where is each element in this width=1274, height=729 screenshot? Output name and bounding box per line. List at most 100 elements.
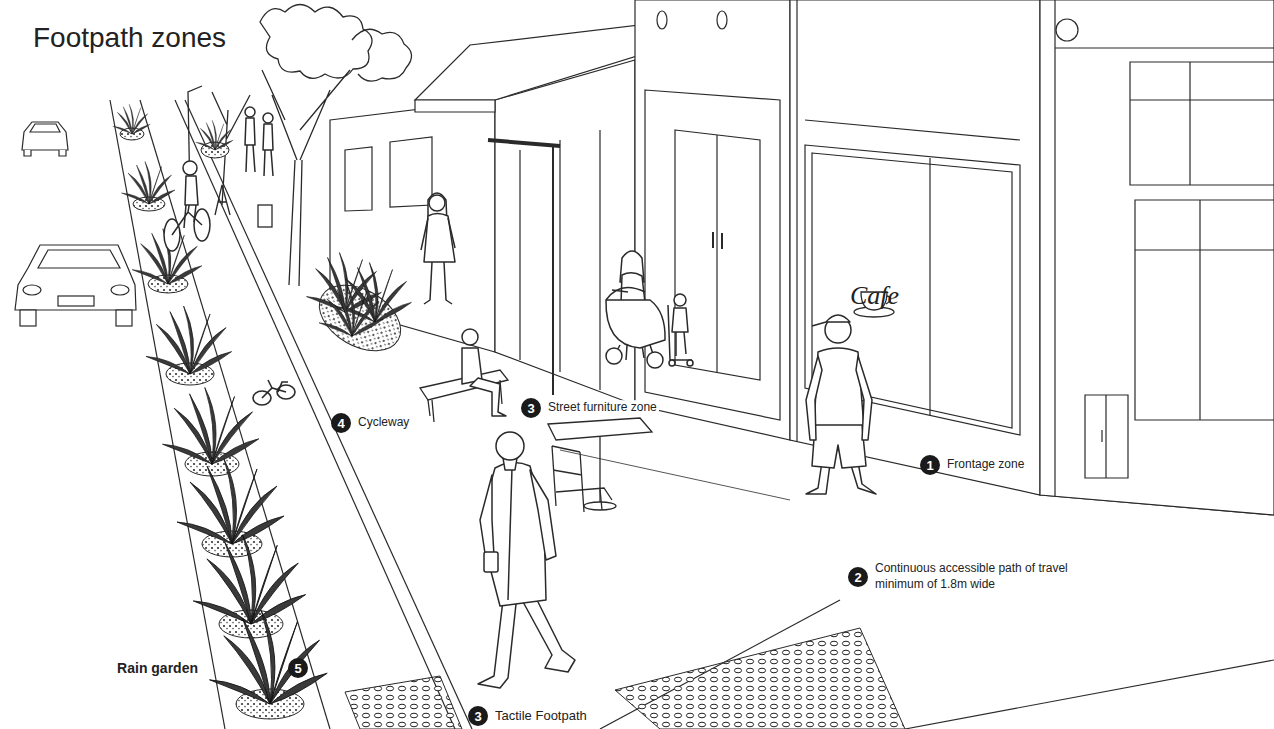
cafe-facade-part bbox=[790, 0, 1040, 495]
door-facade-part bbox=[716, 135, 717, 372]
rain-garden-plants bbox=[113, 104, 412, 704]
pedestrian-figures-part bbox=[814, 348, 864, 428]
street-furniture-part bbox=[258, 205, 272, 227]
sign-label: Cafe bbox=[850, 280, 1274, 311]
pedestrian-figures-part bbox=[184, 205, 196, 228]
pedestrian-figures bbox=[164, 107, 876, 688]
tactile-indicators bbox=[345, 628, 905, 729]
road-and-strips-part bbox=[905, 660, 1274, 729]
awning-shop-part bbox=[488, 140, 560, 146]
pedestrian-figures-part bbox=[508, 468, 512, 600]
tactile-indicators-part bbox=[345, 676, 462, 729]
rain-garden-plants-part bbox=[210, 611, 328, 705]
pedestrian-figures-part bbox=[856, 356, 872, 440]
door-facade-part bbox=[635, 0, 790, 440]
callout-number: 3 bbox=[527, 402, 534, 415]
cafe-facade-part bbox=[805, 145, 1020, 435]
pedestrian-figures-part bbox=[263, 113, 273, 123]
cars-part bbox=[116, 310, 132, 326]
cafe-facade bbox=[790, 0, 1040, 495]
pedestrian-figures-part bbox=[530, 470, 556, 560]
callout-marker: 4Cycleway bbox=[331, 413, 351, 433]
pedestrian-figures-part bbox=[606, 300, 665, 348]
pedestrian-figures-part bbox=[429, 195, 445, 211]
street-furniture-part bbox=[548, 418, 652, 440]
cafe-facade-part bbox=[929, 158, 930, 416]
rain-garden-beds bbox=[120, 128, 412, 719]
cars-part bbox=[111, 285, 129, 295]
awning-shop-part bbox=[520, 130, 600, 390]
pedestrian-figures-part bbox=[676, 332, 686, 356]
door-facade-part bbox=[717, 11, 727, 29]
door-facade-part bbox=[657, 11, 667, 29]
pedestrian-figures-part bbox=[812, 425, 866, 468]
callout-number: 3 bbox=[474, 710, 481, 723]
pedestrian-figures-part bbox=[185, 176, 198, 205]
cars-part bbox=[38, 250, 120, 268]
cars-part bbox=[24, 150, 66, 156]
rain-garden-plants-part bbox=[163, 388, 259, 465]
rain-garden-plants-part bbox=[196, 120, 233, 150]
corner-building-part bbox=[1102, 395, 1106, 478]
street-furniture-part bbox=[584, 502, 616, 510]
pedestrian-figures-part bbox=[496, 432, 524, 460]
corner-building-part bbox=[1040, 0, 1274, 515]
corner-building-part bbox=[1135, 200, 1274, 420]
cars-part bbox=[58, 296, 94, 306]
street-trees-part bbox=[289, 160, 302, 286]
door-facade-part bbox=[713, 232, 722, 249]
awning-shop bbox=[415, 25, 640, 405]
rain-garden-plants-part bbox=[177, 459, 284, 544]
cars-part bbox=[20, 310, 36, 326]
callout-number: 5 bbox=[294, 662, 301, 675]
road-and-strips-part bbox=[110, 100, 225, 729]
zone-label: Street furniture zone bbox=[546, 400, 659, 416]
cafe-facade-part bbox=[812, 153, 1012, 428]
zone-label: Cycleway bbox=[356, 415, 411, 431]
callout-marker: 5Rain garden bbox=[288, 658, 308, 678]
pedestrian-figures-part bbox=[424, 262, 452, 304]
callout-marker: 2Continuous accessible path of travel mi… bbox=[848, 567, 868, 587]
pedestrian-figures-part bbox=[812, 315, 850, 326]
street-trees-part bbox=[352, 29, 412, 81]
callout-number: 2 bbox=[854, 571, 861, 584]
callout-marker: 1Frontage zone bbox=[920, 455, 940, 475]
pedestrian-figures-part bbox=[606, 288, 645, 301]
corner-building-part bbox=[1085, 395, 1128, 478]
rain-garden-plants-part bbox=[146, 306, 232, 374]
pedestrian-figures-part bbox=[462, 329, 478, 345]
far-building-part bbox=[390, 137, 432, 207]
cars-part bbox=[15, 245, 136, 310]
door-facade-part bbox=[645, 90, 780, 420]
pedestrian-figures-part bbox=[421, 218, 455, 250]
pedestrian-figures-part bbox=[484, 552, 498, 572]
rain-garden-plants-part bbox=[193, 535, 305, 624]
callout-number: 1 bbox=[926, 459, 933, 472]
zone-label: Rain garden bbox=[115, 659, 200, 677]
door-facade bbox=[635, 0, 805, 440]
pedestrian-figures-part bbox=[480, 475, 494, 560]
pedestrian-figures-part bbox=[606, 348, 622, 364]
door-facade-part bbox=[675, 130, 760, 380]
road-and-strips-part bbox=[560, 450, 790, 500]
zone-label: Frontage zone bbox=[945, 457, 1026, 473]
far-building-part bbox=[345, 147, 372, 211]
awning-shop-part bbox=[415, 100, 495, 112]
callout-marker: 3Tactile Footpath bbox=[468, 706, 488, 726]
pedestrian-figures-part bbox=[806, 356, 822, 440]
street-trees-part bbox=[262, 70, 350, 160]
awning-shop-part bbox=[415, 25, 640, 100]
street-furniture-part bbox=[552, 446, 612, 512]
rain-garden-plants-part bbox=[319, 285, 383, 336]
pedestrian-figures-part bbox=[478, 600, 516, 688]
pedestrian-figures-part bbox=[245, 118, 255, 172]
corner-building bbox=[1040, 0, 1274, 515]
pedestrian-figures-part bbox=[647, 352, 663, 368]
cafe-facade-part bbox=[805, 120, 1020, 140]
callout-number: 4 bbox=[337, 417, 344, 430]
pedestrian-figures-part bbox=[522, 598, 575, 672]
pedestrian-figures-part bbox=[668, 305, 692, 360]
corner-building-part bbox=[1056, 19, 1078, 41]
